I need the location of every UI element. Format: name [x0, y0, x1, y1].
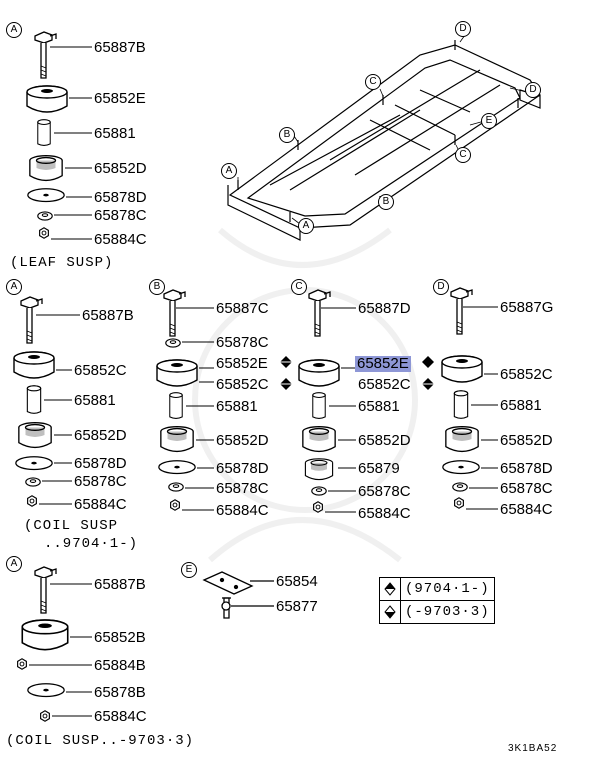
- chassis-frame: [227, 40, 541, 241]
- coil-susp-a-leaders: [36, 314, 80, 505]
- part-number[interactable]: 65884C: [94, 708, 147, 725]
- group-b-leaders: [176, 307, 214, 511]
- group-letter-d: D: [433, 279, 449, 295]
- part-number[interactable]: 65877: [276, 598, 318, 615]
- part-number[interactable]: 65881: [358, 398, 400, 415]
- legend-row: (9704·1-): [380, 578, 494, 600]
- date-legend: (9704·1-) (-9703·3): [379, 577, 495, 624]
- group-b-drawings: [156, 289, 198, 511]
- diamond-markers: [280, 356, 434, 390]
- part-number[interactable]: 65852D: [500, 432, 553, 449]
- part-number[interactable]: 65881: [74, 392, 116, 409]
- caption-coil-susp-old: (COIL SUSP..-9703·3): [6, 733, 195, 749]
- group-letter-leaf: A: [6, 22, 22, 38]
- frame-callout-e: E: [481, 113, 497, 129]
- part-number[interactable]: 65881: [216, 398, 258, 415]
- coil-susp-old-leaders: [29, 583, 92, 717]
- part-number[interactable]: 65884C: [358, 505, 411, 522]
- part-number[interactable]: 65878C: [358, 483, 411, 500]
- group-letter-b: B: [149, 279, 165, 295]
- part-number[interactable]: 65878C: [500, 480, 553, 497]
- part-number[interactable]: 65852C: [358, 376, 411, 393]
- leaf-susp-leaders: [50, 46, 92, 240]
- part-number[interactable]: 65878D: [500, 460, 553, 477]
- group-c-drawings: [298, 289, 340, 513]
- part-number[interactable]: 65878C: [74, 473, 127, 490]
- diamond-upper-icon: [380, 578, 401, 600]
- part-number[interactable]: 65852C: [500, 366, 553, 383]
- part-number[interactable]: 65887C: [216, 300, 269, 317]
- frame-callout-d-top: D: [455, 21, 471, 37]
- part-number[interactable]: 65878B: [94, 684, 146, 701]
- group-c-leaders: [321, 307, 356, 513]
- part-number[interactable]: 65879: [358, 460, 400, 477]
- legend-label: (-9703·3): [405, 604, 490, 620]
- group-d-leaders: [463, 306, 498, 510]
- part-number[interactable]: 65852D: [358, 432, 411, 449]
- part-number[interactable]: 65884C: [216, 502, 269, 519]
- frame-callout-c-top: C: [365, 74, 381, 90]
- part-number[interactable]: 65854: [276, 573, 318, 590]
- part-number[interactable]: 65887D: [358, 300, 411, 317]
- part-number[interactable]: 65881: [94, 125, 136, 142]
- diagram-code: 3K1BA52: [508, 743, 558, 754]
- part-number-highlighted[interactable]: 65852E: [355, 355, 411, 372]
- group-d-drawings: [441, 287, 483, 509]
- part-number[interactable]: 65878D: [216, 460, 269, 477]
- frame-callout-a-bottom: A: [298, 218, 314, 234]
- part-number[interactable]: 65852C: [74, 362, 127, 379]
- part-number[interactable]: 65852D: [94, 160, 147, 177]
- group-letter-e: E: [181, 562, 197, 578]
- frame-callout-b-bottom: B: [378, 194, 394, 210]
- frame-callout-d-right: D: [525, 82, 541, 98]
- legend-label: (9704·1-): [405, 581, 490, 597]
- part-number[interactable]: 65878D: [74, 455, 127, 472]
- part-number[interactable]: 65852E: [216, 355, 268, 372]
- caption-coil-susp-a-line1: (COIL SUSP: [24, 518, 119, 534]
- group-letter-coil-a: A: [6, 279, 22, 295]
- part-number[interactable]: 65852E: [94, 90, 146, 107]
- part-number[interactable]: 65887B: [94, 39, 146, 56]
- part-number[interactable]: 65878C: [94, 207, 147, 224]
- coil-susp-a-drawings: [13, 296, 55, 507]
- frame-callout-a-left: A: [221, 163, 237, 179]
- part-number[interactable]: 65881: [500, 397, 542, 414]
- part-number[interactable]: 65887G: [500, 299, 554, 316]
- group-letter-coil-old: A: [6, 556, 22, 572]
- part-number[interactable]: 65852C: [216, 376, 269, 393]
- frame-callout-b-left: B: [279, 127, 295, 143]
- part-number[interactable]: 65852D: [216, 432, 269, 449]
- diamond-lower-icon: [380, 601, 401, 623]
- part-number[interactable]: 65887B: [94, 576, 146, 593]
- caption-coil-susp-a-line2: ..9704·1-): [44, 536, 139, 552]
- part-number[interactable]: 65884B: [94, 657, 146, 674]
- coil-susp-old-drawings: [16, 566, 69, 722]
- part-number[interactable]: 65878D: [94, 189, 147, 206]
- part-number[interactable]: 65884C: [500, 501, 553, 518]
- part-number[interactable]: 65884C: [94, 231, 147, 248]
- part-number[interactable]: 65852B: [94, 629, 146, 646]
- group-e-drawings: [202, 571, 274, 619]
- legend-row: (-9703·3): [380, 600, 494, 623]
- group-letter-c: C: [291, 279, 307, 295]
- part-number[interactable]: 65852D: [74, 427, 127, 444]
- frame-callout-c-right: C: [455, 147, 471, 163]
- part-number[interactable]: 65884C: [74, 496, 127, 513]
- part-number[interactable]: 65887B: [82, 307, 134, 324]
- part-number[interactable]: 65878C: [216, 480, 269, 497]
- part-number[interactable]: 65878C: [216, 334, 269, 351]
- caption-leaf-susp: (LEAF SUSP): [10, 255, 114, 271]
- leaf-susp-drawings: [26, 31, 68, 239]
